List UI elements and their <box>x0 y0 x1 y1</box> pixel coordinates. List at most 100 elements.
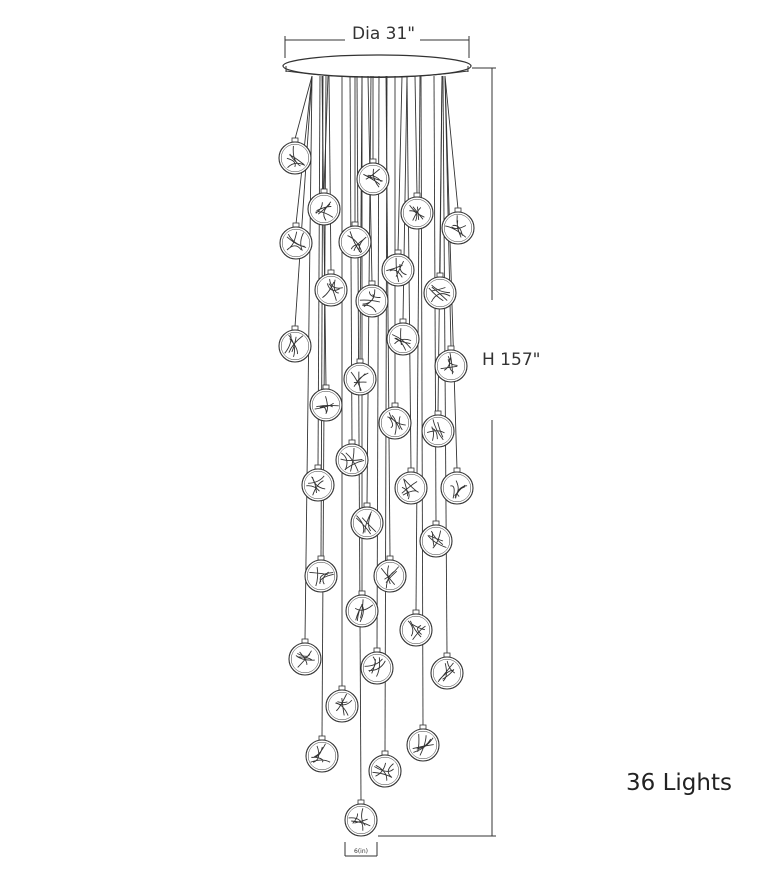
globe-cap <box>447 345 455 351</box>
globe-outline <box>419 524 453 558</box>
globe-outline <box>399 613 433 647</box>
globe-outline <box>381 253 415 287</box>
globe-pendant <box>314 269 348 307</box>
globe-inner-ring <box>425 278 455 308</box>
globe-pendant <box>278 137 312 175</box>
globe-outline <box>360 651 394 685</box>
globe-inner-ring <box>280 331 310 361</box>
pendant-cord <box>294 75 313 140</box>
globe-inner-ring <box>432 658 462 688</box>
globe-inner-ring <box>380 408 410 438</box>
globe-pendant <box>373 555 407 593</box>
globe-pendant <box>419 520 453 558</box>
globe-pendant <box>386 318 420 356</box>
globe-pendant <box>434 345 468 383</box>
globe-pendant <box>355 280 389 318</box>
globe-pendant <box>394 467 428 505</box>
pendant-cord <box>356 75 362 802</box>
globe-inner-ring <box>358 164 388 194</box>
globe-cap <box>443 652 451 658</box>
globe-pendant <box>441 207 475 245</box>
pendant-cord <box>294 75 313 328</box>
globe-cap <box>413 192 421 198</box>
globe-pendant <box>305 735 339 773</box>
globe-inner-ring <box>421 526 451 556</box>
dimension-lines <box>284 36 496 857</box>
globe-filament <box>286 145 306 169</box>
globe-cap <box>301 638 309 644</box>
globe-filament <box>335 693 353 716</box>
globe-inner-ring <box>327 691 357 721</box>
globe-cap <box>368 280 376 286</box>
globe-filament <box>380 565 400 589</box>
globe-cap <box>394 249 402 255</box>
globe-cap <box>314 464 322 470</box>
globe-filament <box>347 231 367 254</box>
globe-inner-ring <box>370 756 400 786</box>
globe-filament <box>372 762 394 781</box>
globe-pendant <box>288 638 322 676</box>
globe-filament <box>440 353 458 375</box>
globe-cap <box>363 502 371 508</box>
globe-filament <box>407 620 426 641</box>
pendant-cord <box>397 75 403 252</box>
globe-cap <box>348 439 356 445</box>
globe-filament <box>363 168 383 188</box>
globe-filament <box>392 328 412 351</box>
globe-inner-ring <box>442 473 472 503</box>
pendant-cord <box>444 75 458 470</box>
globe-pendant <box>430 652 464 690</box>
globe-pendant <box>309 384 343 422</box>
canopy-bottom-edge <box>285 70 469 78</box>
globe-cap <box>386 555 394 561</box>
globe-cap <box>320 188 328 194</box>
globe-filament <box>348 808 371 831</box>
diameter-label: Dia 31" <box>352 24 416 44</box>
globe-filament <box>309 567 334 587</box>
globe-cap <box>381 750 389 756</box>
light-count-label: 36 Lights <box>626 770 732 796</box>
globe-outline <box>378 406 412 440</box>
globe-filament <box>387 412 406 435</box>
globe-cap <box>317 555 325 561</box>
globe-filament <box>426 419 445 441</box>
globe-filament <box>359 289 381 313</box>
globe-filament <box>355 511 377 535</box>
globe-cap <box>291 325 299 331</box>
globe-inner-ring <box>303 470 333 500</box>
globe-filament <box>364 656 386 677</box>
globe-pendant <box>399 609 433 647</box>
globe-cap <box>453 467 461 473</box>
globe-pendant <box>356 158 390 196</box>
globe-filament <box>284 333 304 358</box>
globe-inner-ring <box>309 194 339 224</box>
globe-inner-ring <box>346 805 376 835</box>
globe-outline <box>440 471 474 505</box>
globe-cap <box>436 272 444 278</box>
globe-inner-ring <box>280 143 310 173</box>
globe-outline <box>309 388 343 422</box>
globe-inner-ring <box>401 615 431 645</box>
globe-filament <box>401 478 419 500</box>
globe-inner-ring <box>443 213 473 243</box>
globe-pendant <box>400 192 434 230</box>
globe-cap <box>356 358 364 364</box>
height-label: H 157" <box>482 350 541 370</box>
globe-outline <box>406 728 440 762</box>
globe-filament <box>354 599 374 623</box>
globe-outline <box>338 225 372 259</box>
globe-pendant <box>325 685 359 723</box>
globe-inner-ring <box>408 730 438 760</box>
globe-pendant <box>278 325 312 363</box>
globe-pendant <box>381 249 415 287</box>
globe-cap <box>432 520 440 526</box>
globe-filament <box>310 743 331 763</box>
globe-pendant <box>338 221 372 259</box>
globe-inner-ring <box>337 445 367 475</box>
globe-dimension-label: 6(in) <box>354 848 368 855</box>
globe-filament <box>437 660 456 683</box>
globe-pendant <box>304 555 338 593</box>
pendant-cord <box>444 75 459 210</box>
globe-cap <box>399 318 407 324</box>
globe-filament <box>412 733 434 756</box>
